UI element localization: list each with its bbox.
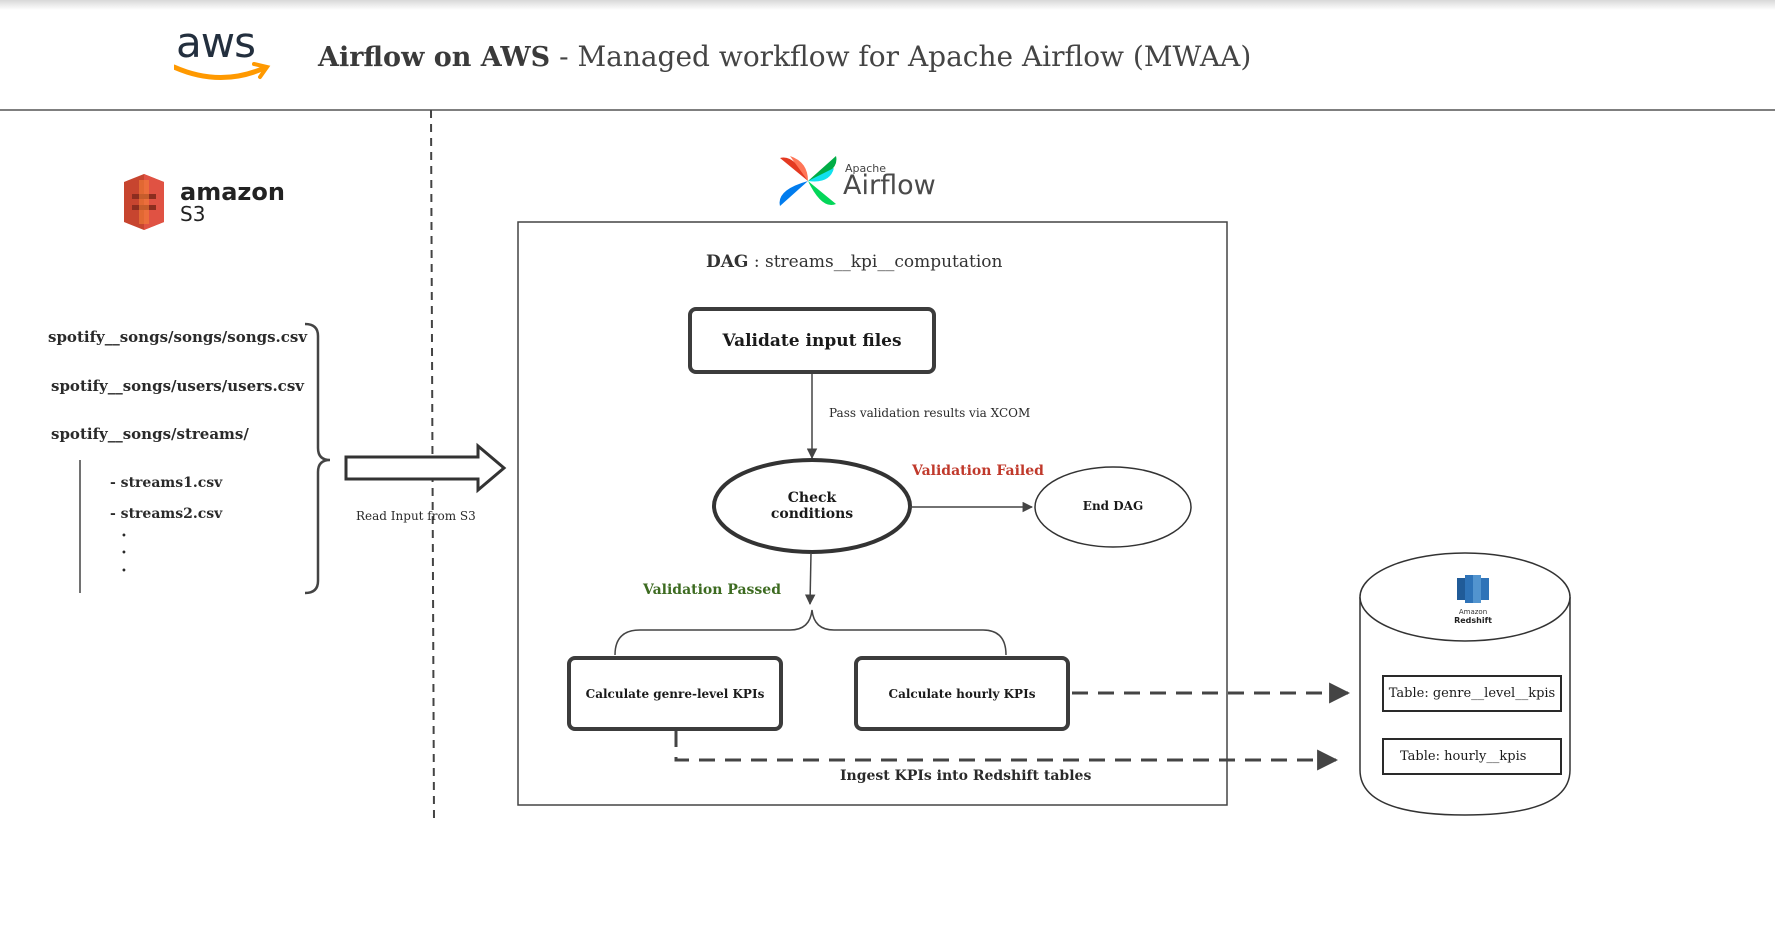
dag-label: DAG <box>706 252 749 272</box>
ellipsis-dot: • <box>121 531 127 542</box>
redshift-logo: Amazon Redshift <box>1440 574 1506 626</box>
xcom-label: Pass validation results via XCOM <box>829 406 1031 420</box>
title-bold: Airflow on AWS <box>318 42 551 73</box>
stream-file-2: - streams2.csv <box>110 506 223 522</box>
airflow-logo-apache: Apache <box>845 162 887 175</box>
page-title: Airflow on AWS - Managed workflow for Ap… <box>318 40 1251 73</box>
read-input-arrow <box>344 442 507 494</box>
dag-container <box>517 221 1228 806</box>
s3-bucket-icon <box>124 174 164 230</box>
path-songs: spotify__songs/songs/songs.csv <box>48 328 308 346</box>
genre-label: Calculate genre-level KPIs <box>585 686 765 701</box>
check-label: Check conditions <box>770 490 854 522</box>
ingest-label: Ingest KPIs into Redshift tables <box>840 768 1092 784</box>
s3-logo-amazon: amazon <box>180 178 285 206</box>
table-hourly-kpis: Table: hourly__kpis <box>1382 738 1562 775</box>
aws-logo-text: aws <box>176 18 256 67</box>
airflow-logo-airflow: Airflow <box>843 170 936 201</box>
ellipsis-dot: • <box>121 548 127 559</box>
arrow-check-split <box>804 552 816 606</box>
top-shadow <box>0 0 1775 10</box>
redshift-logo-amazon: Amazon <box>1458 608 1488 616</box>
path-users: spotify__songs/users/users.csv <box>51 377 304 395</box>
hourly-kpis-node: Calculate hourly KPIs <box>854 656 1070 731</box>
end-dag-label: End DAG <box>1082 499 1144 513</box>
table-genre-level-kpis: Table: genre__level__kpis <box>1382 675 1562 712</box>
aws-smile-icon <box>174 62 271 80</box>
validation-passed-label: Validation Passed <box>643 582 782 598</box>
aws-logo: aws <box>174 18 274 84</box>
stream-file-1: - streams1.csv <box>110 475 223 491</box>
dag-title: DAG : streams__kpi__computation <box>706 252 1002 272</box>
read-input-label: Read Input from S3 <box>356 509 476 523</box>
files-brace <box>304 322 331 595</box>
validate-input-files-node: Validate input files <box>688 307 936 374</box>
s3-logo-s3: S3 <box>180 202 206 226</box>
ellipsis-dot: • <box>121 566 127 577</box>
arrow-genre-redshift <box>674 731 1339 771</box>
split-brace <box>614 609 1007 656</box>
validate-label: Validate input files <box>722 330 902 351</box>
validation-failed-label: Validation Failed <box>912 463 1044 479</box>
airflow-pinwheel-icon <box>779 156 837 206</box>
s3-logo: amazon S3 <box>118 172 285 234</box>
hourly-label: Calculate hourly KPIs <box>888 686 1036 701</box>
genre-kpis-node: Calculate genre-level KPIs <box>567 656 783 731</box>
end-dag-node <box>1034 466 1192 548</box>
redshift-logo-redshift: Redshift <box>1454 616 1492 625</box>
redshift-icon <box>1457 575 1489 603</box>
airflow-logo: Apache Airflow <box>778 154 948 210</box>
dag-name: : streams__kpi__computation <box>748 252 1003 272</box>
title-rest: - Managed workflow for Apache Airflow (M… <box>550 40 1252 73</box>
path-streams: spotify__songs/streams/ <box>51 425 249 443</box>
check-conditions-node <box>712 458 912 554</box>
